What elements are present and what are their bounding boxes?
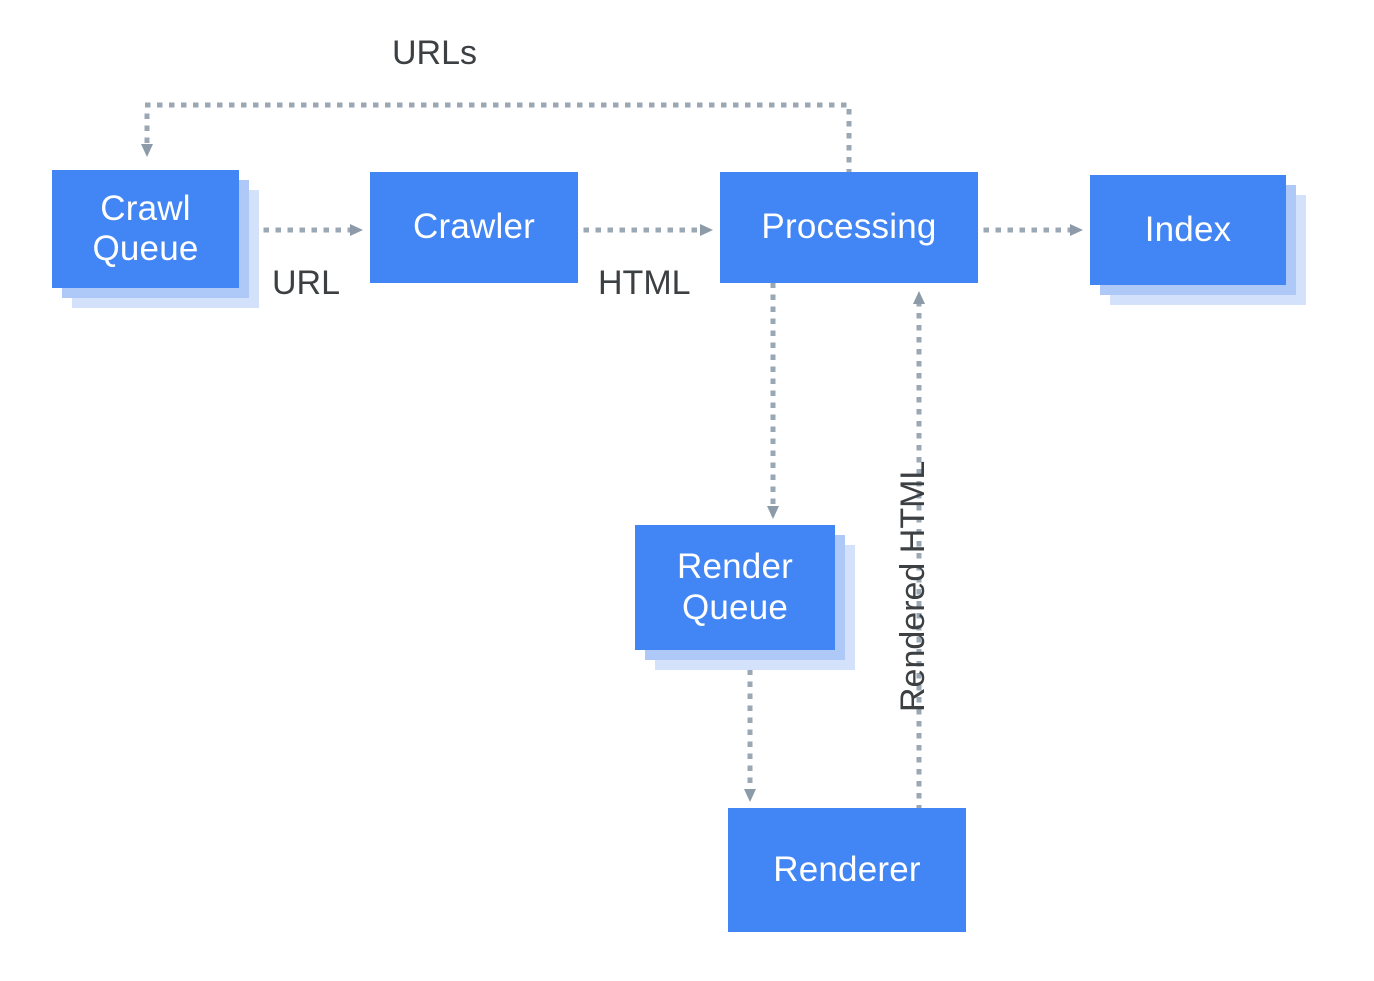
- node-surface: [720, 172, 978, 283]
- node-processing[interactable]: Processing: [720, 172, 978, 283]
- node-render-queue-label: Render Queue: [677, 547, 793, 627]
- edge-label-html: HTML: [598, 264, 691, 302]
- node-crawl-queue[interactable]: Crawl Queue: [52, 170, 259, 308]
- stack-layer-front: [635, 525, 835, 650]
- node-index-label: Index: [1144, 209, 1232, 249]
- node-surface: [728, 808, 966, 932]
- node-crawler[interactable]: Crawler: [370, 172, 578, 283]
- node-render-queue[interactable]: Render Queue: [635, 525, 855, 670]
- edge-label-rendered-html: Rendered HTML: [894, 460, 932, 712]
- edge-label-urls: URLs: [392, 34, 478, 72]
- node-index[interactable]: Index: [1090, 175, 1306, 305]
- edge-label-url: URL: [272, 264, 341, 302]
- node-crawl-queue-label: Crawl Queue: [92, 188, 199, 268]
- edge-processing-to-crawl-queue: [141, 102, 852, 175]
- node-renderer[interactable]: Renderer: [728, 808, 966, 932]
- node-crawler-label: Crawler: [413, 207, 535, 247]
- node-processing-label: Processing: [761, 207, 937, 247]
- node-surface: [370, 172, 578, 283]
- node-renderer-label: Renderer: [773, 849, 921, 889]
- stack-layer-front: [52, 170, 239, 288]
- stack-layer-front: [1090, 175, 1286, 285]
